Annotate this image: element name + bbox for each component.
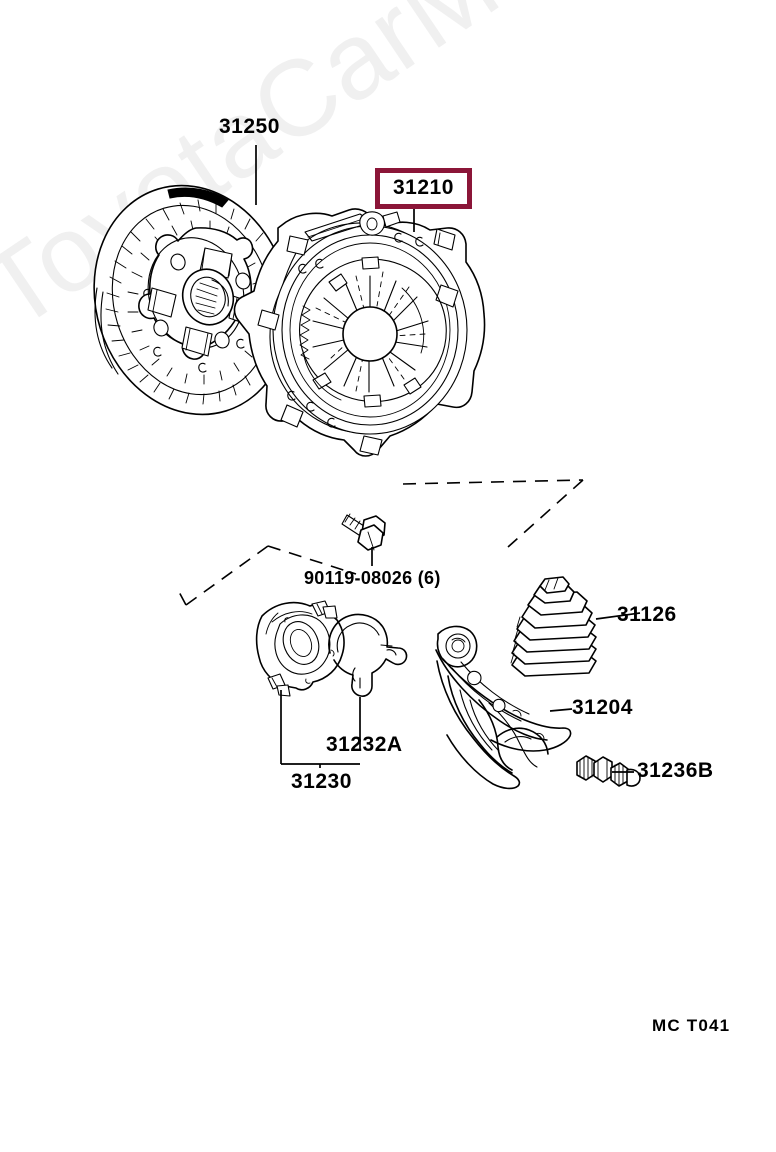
part-release-bearing-31230 [255, 600, 345, 697]
leader-lines [255, 145, 641, 773]
label-release-bearing-assy-31230[interactable]: 31230 [291, 770, 352, 793]
part-release-bearing-clip-31232A [328, 613, 408, 697]
part-release-fork-31204 [435, 625, 572, 790]
part-fork-boot-31126 [510, 576, 597, 677]
label-fork-boot-31126[interactable]: 31126 [617, 603, 677, 626]
label-pivot-bolt-31236B[interactable]: 31236B [637, 759, 714, 782]
label-release-bearing-clip-31232A[interactable]: 31232A [326, 733, 403, 756]
part-pivot-bolt-31236B [576, 755, 641, 787]
assembly-dashed-lines [177, 479, 584, 606]
label-clutch-cover-31210-highlighted[interactable]: 31210 [375, 168, 472, 209]
diagram-footer-code: MC T041 [652, 1016, 731, 1035]
label-cover-bolt-90119-08026[interactable]: 90119-08026 (6) [304, 568, 441, 588]
part-clutch-cover-31210 [233, 208, 486, 457]
label-release-fork-31204[interactable]: 31204 [572, 696, 633, 719]
label-clutch-disc-31250[interactable]: 31250 [219, 115, 280, 138]
part-cover-bolt-90119 [341, 513, 386, 551]
